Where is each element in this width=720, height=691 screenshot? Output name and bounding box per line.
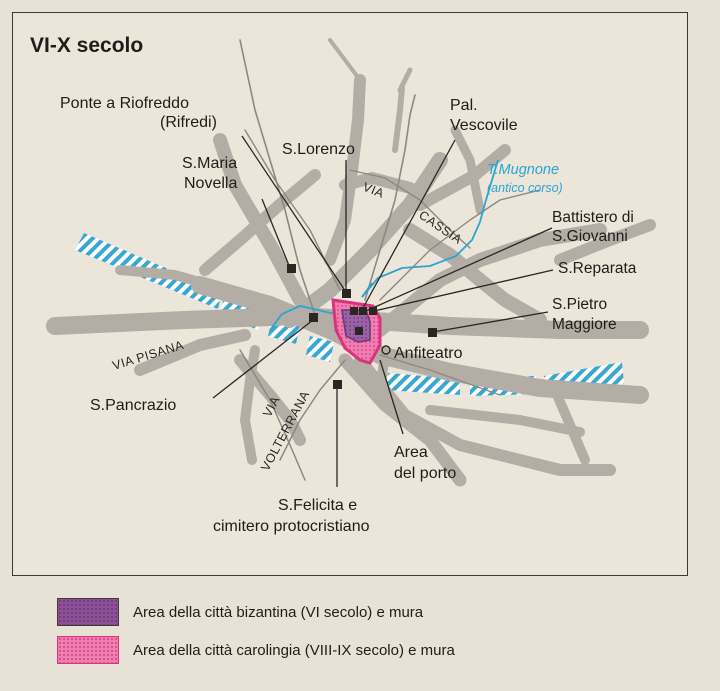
legend-swatch-byzantine [57,598,119,626]
marker-palazzo-vescovile [350,307,358,315]
label-area-porto-line1: Area [394,444,428,461]
label-anfiteatro: Anfiteatro [394,345,463,362]
marker-battistero [359,307,367,315]
marker-city-center [355,327,363,335]
label-santa-maria-novella-line2: Novella [184,175,237,192]
legend-byzantine: Area della città bizantina (VI secolo) e… [57,598,423,626]
label-san-lorenzo: S.Lorenzo [282,141,355,158]
label-battistero-line1: Battistero di [552,209,634,226]
anfiteatro-marker [381,345,391,355]
legend-swatch-carolingian [57,636,119,664]
label-san-pietro-line1: S.Pietro [552,296,607,313]
leader-lines [212,135,554,487]
label-battistero-line2: S.Giovanni [552,228,628,245]
label-ponte-riofreddo-line1: Ponte a Riofreddo [60,95,189,112]
marker-santa-maria-novella [287,264,296,273]
map-title: VI-X secolo [30,34,143,57]
label-santa-felicita-line1: S.Felicita e [278,497,357,514]
mugnone-river [269,159,499,331]
legend-label-byzantine: Area della città bizantina (VI secolo) e… [133,603,424,621]
label-santa-reparata: S.Reparata [558,260,637,277]
label-santa-maria-novella-line1: S.Maria [182,155,237,172]
label-area-porto-line2: del porto [394,465,456,482]
marker-san-lorenzo [342,289,351,298]
label-palazzo-vescovile-line1: Pal. [450,97,478,114]
marker-san-pancrazio [309,313,318,322]
legend-label-carolingian: Area della città carolingia (VIII-IX sec… [133,641,455,659]
label-palazzo-vescovile-line2: Vescovile [450,117,518,134]
label-ponte-riofreddo-line2: (Rifredi) [160,114,217,131]
legend-carolingian: Area della città carolingia (VIII-IX sec… [57,636,455,664]
label-san-pietro-line2: Maggiore [552,316,617,333]
road-network [46,38,656,487]
marker-san-pietro [428,328,437,337]
label-santa-felicita-line2: cimitero protocristiano [213,518,370,535]
label-san-pancrazio: S.Pancrazio [90,397,176,414]
label-mugnone-line1: T.Mugnone [487,162,559,178]
marker-santa-reparata [369,307,377,315]
marker-santa-felicita [333,380,342,389]
label-mugnone-line2: (antico corso) [487,181,563,195]
mugnone-river-upper [361,282,373,298]
